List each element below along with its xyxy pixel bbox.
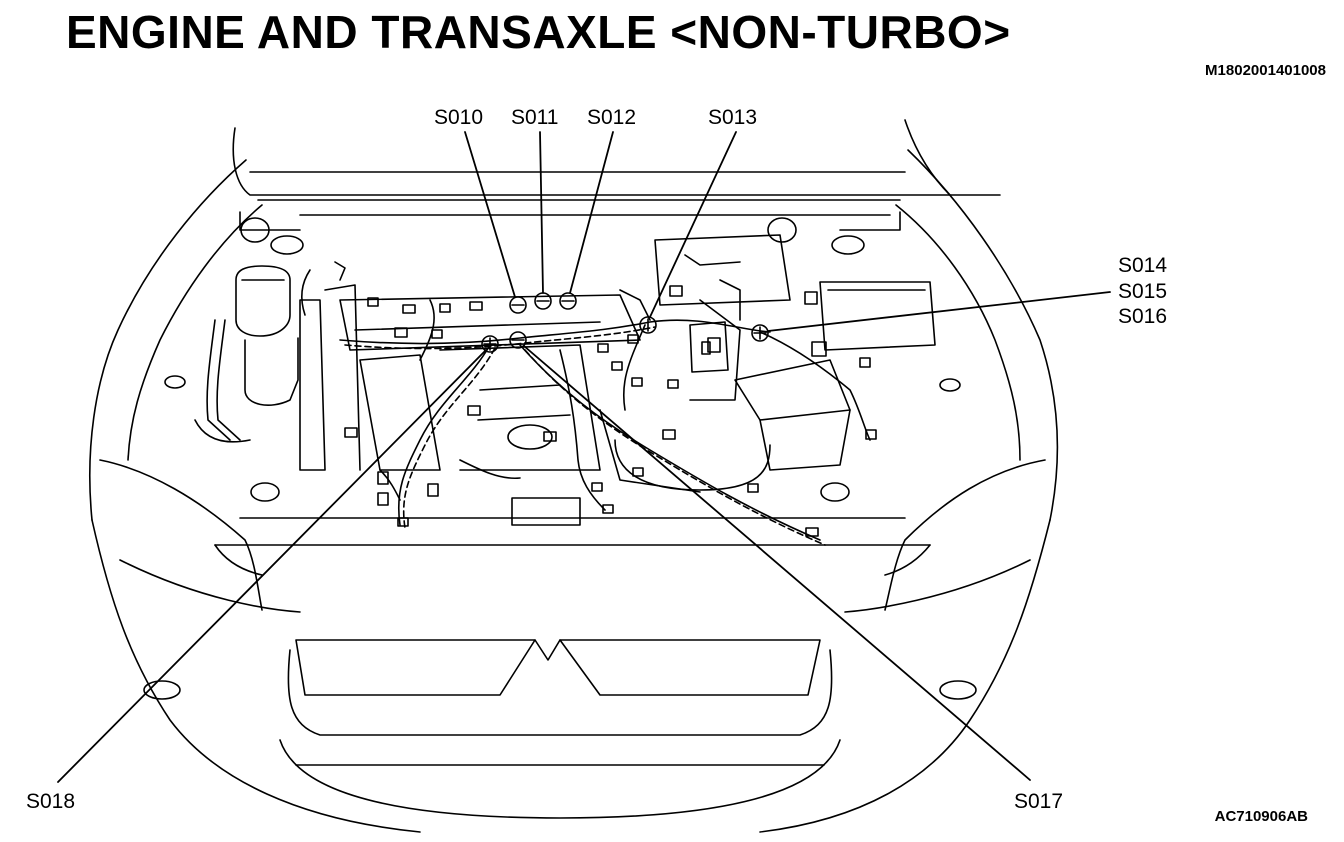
splice-s018-marker bbox=[481, 335, 499, 353]
callout-label-s017: S017 bbox=[1014, 790, 1064, 813]
leader-s012 bbox=[569, 131, 614, 294]
vehicle-body-outline bbox=[89, 119, 1059, 833]
splice-s013-marker bbox=[639, 316, 657, 334]
leader-s018 bbox=[57, 349, 487, 783]
callout-label-s011: S011 bbox=[511, 106, 559, 129]
callout-label-s014: S014 bbox=[1118, 254, 1168, 277]
callout-label-s015: S015 bbox=[1118, 280, 1168, 303]
callout-label-s016: S016 bbox=[1118, 305, 1168, 328]
leader-s013 bbox=[649, 131, 737, 318]
leader-lines bbox=[57, 131, 1111, 783]
document-code: M1802001401008 bbox=[1205, 62, 1326, 79]
splice-s012-marker bbox=[559, 292, 577, 310]
callout-label-s012: S012 bbox=[587, 106, 637, 129]
splice-s014-s016-marker bbox=[751, 324, 769, 342]
leader-s017 bbox=[523, 345, 1031, 781]
splice-s010-marker bbox=[509, 296, 527, 314]
splice-s017-marker bbox=[509, 331, 527, 349]
page-title: ENGINE AND TRANSAXLE <NON-TURBO> bbox=[66, 6, 1011, 58]
leader-s014-s016 bbox=[767, 291, 1111, 332]
splice-s011-marker bbox=[534, 292, 552, 310]
leader-s011 bbox=[539, 131, 544, 294]
callout-label-s018: S018 bbox=[26, 790, 76, 813]
callout-label-s013: S013 bbox=[708, 106, 758, 129]
front-grille bbox=[279, 639, 841, 819]
callout-label-s010: S010 bbox=[434, 106, 484, 129]
leader-s010 bbox=[464, 131, 516, 298]
figure-code: AC710906AB bbox=[1214, 808, 1308, 825]
engine-components bbox=[194, 234, 936, 546]
